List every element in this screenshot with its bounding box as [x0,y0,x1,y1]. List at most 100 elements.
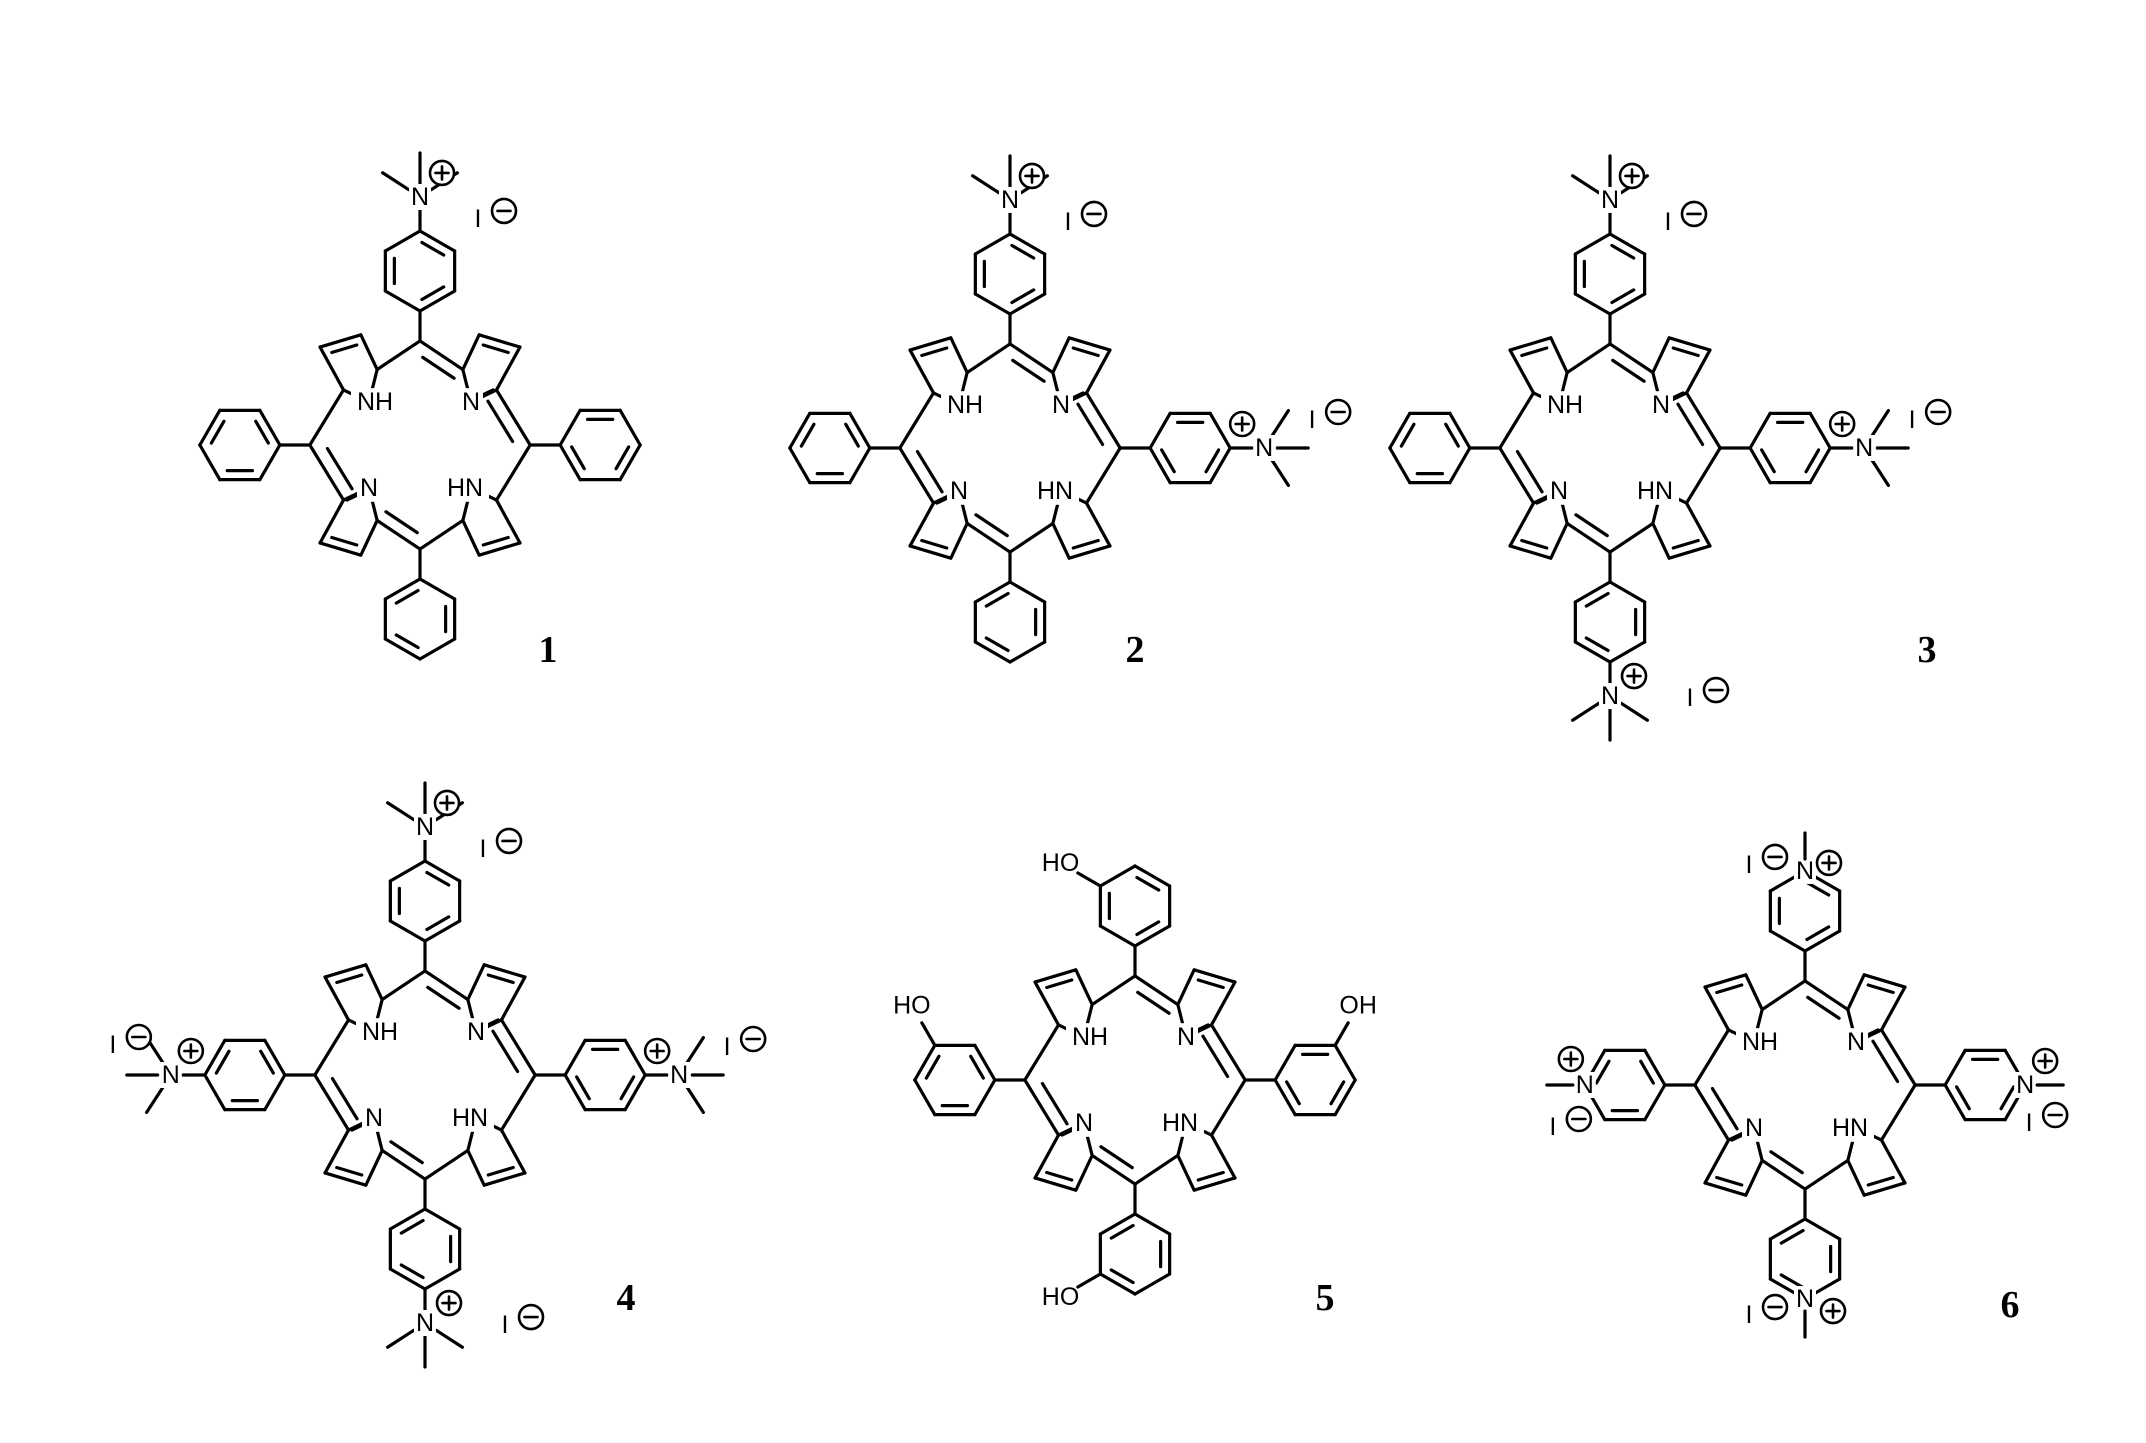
double-bond [1201,1034,1230,1079]
bond [1508,336,1553,352]
label-mask [1853,435,1876,461]
compound-number-label: 4 [617,1277,636,1319]
ring-bond [558,408,582,447]
double-bond [1135,875,1161,892]
bond [1074,968,1094,1007]
pyrrole-n-label: N [1177,1023,1195,1051]
methyl-bond [684,1035,705,1066]
double-bond [389,1140,424,1165]
double-bond [1040,1081,1069,1126]
ring-bond [913,1078,937,1117]
double-bond [330,343,359,355]
ring-bond [1008,580,1047,604]
pyrrole-n-label: N [365,1104,383,1132]
ring-bond [1748,446,1772,485]
ring-bond [1148,446,1172,485]
ring-bond [623,1038,647,1077]
bond [1608,521,1655,554]
double-bond [1520,346,1549,358]
pyrrole-n-label: N [1745,1114,1763,1142]
iodide-label: I [1746,1301,1753,1329]
double-bond [1639,1059,1655,1085]
double-bond [1584,636,1610,653]
double-bond [1866,1175,1895,1187]
bond [364,1148,384,1187]
double-bond [491,1029,520,1074]
bond [1084,446,1122,505]
ho-label: HO [1042,1283,1080,1311]
bond [318,345,346,392]
bond [323,1171,368,1187]
ring-bond [1943,1083,1967,1122]
ring-bond [198,443,222,482]
ring-bond [973,580,1012,604]
bond [1033,1133,1061,1180]
ring-bond [563,1038,587,1077]
methyl-bond [1869,409,1890,439]
bond [494,388,532,447]
methyl-bond [386,801,416,822]
label-mask [445,473,489,502]
ring-bond [1448,446,1472,485]
bond [1090,1153,1137,1186]
methyl-bond [381,171,411,192]
bond [380,969,427,1002]
double-bond [1399,422,1416,448]
double-bond [1805,880,1831,897]
double-bond [335,1165,364,1177]
double-bond [214,1049,231,1075]
double-bond [1671,538,1700,550]
ring-bond [913,1043,937,1082]
methyl-bond [1619,701,1650,722]
ammonium-n-label: N [1001,186,1019,214]
bond [1703,1138,1731,1185]
double-bond [486,973,515,985]
positive-charge-icon [177,1037,205,1065]
methylpyridinium-substituent: NI [1746,1187,1847,1339]
ring-bond [1573,232,1612,256]
bond [1051,521,1071,560]
ring-bond [388,919,427,943]
negative-charge-icon [490,197,518,225]
label-mask [450,1103,494,1132]
pyrrole-hn-label: HN [1832,1114,1868,1142]
methyl-bond [1570,174,1601,195]
bond [1879,985,1907,1032]
bond [461,333,481,372]
ring-bond [383,637,422,661]
iodide-label: I [2026,1109,2033,1137]
bond [1803,1158,1850,1191]
bond [1067,336,1112,352]
ammonium-n-label: N [416,813,434,841]
ring-bond [1008,232,1047,256]
bond [318,333,363,349]
positive-charge-icon [1228,410,1256,438]
c-o-bond [1333,1021,1350,1047]
ring-bond [1448,411,1472,450]
double-bond [1715,1175,1744,1187]
positive-charge-icon [1618,162,1646,190]
bond [1549,521,1569,560]
trimethylammoniophenyl-substituent: NI [381,151,518,343]
double-bond [330,1076,359,1121]
ammonium-n-label: N [416,1309,434,1337]
double-bond [984,591,1010,608]
bond [908,501,936,548]
ring-bond [1768,929,1807,953]
iodide-label: I [1687,684,1694,712]
ring-bond [418,637,457,661]
double-bond [335,973,364,985]
bond [359,518,379,557]
bond [1209,1133,1237,1180]
methyl-bond [684,1084,705,1115]
bond [482,963,527,979]
label-mask [1794,857,1816,884]
label-mask [1599,186,1621,213]
label-mask [947,476,971,505]
bond [461,518,481,557]
compound-number-label: 2 [1126,629,1145,671]
label-mask [1174,1023,1198,1052]
ring-bond [383,577,422,601]
